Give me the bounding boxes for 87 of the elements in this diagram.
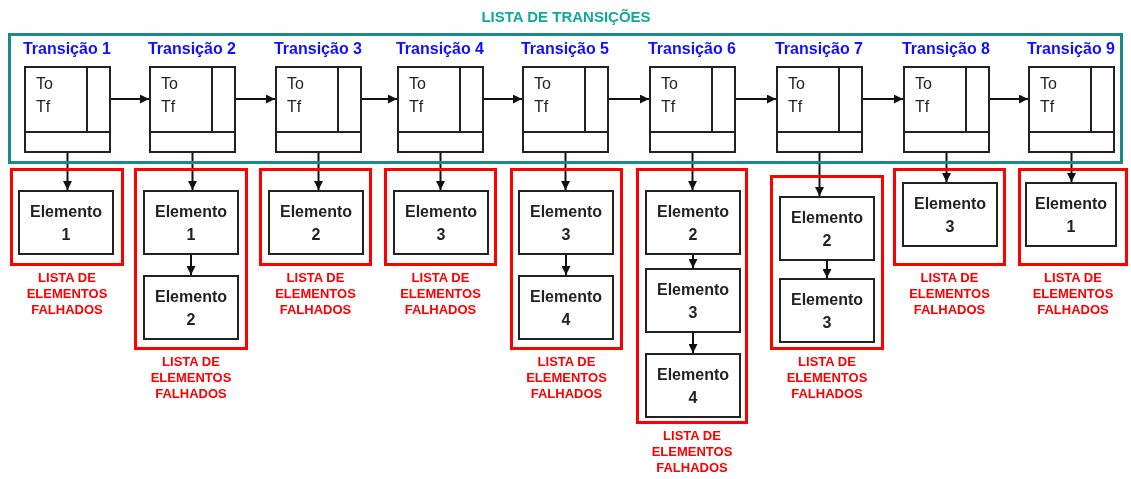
element-box bbox=[902, 182, 998, 247]
arrow bbox=[688, 332, 698, 354]
field-label: Tf bbox=[788, 98, 803, 116]
arrow bbox=[436, 152, 445, 191]
element-box bbox=[518, 190, 614, 255]
element-label: Elemento 3 bbox=[656, 279, 730, 323]
field-label: Tf bbox=[287, 98, 302, 116]
arrow bbox=[561, 152, 570, 191]
list-caption: LISTA DE ELEMENTOS FALHADOS bbox=[149, 354, 233, 402]
list-caption: LISTA DE ELEMENTOS FALHADOS bbox=[785, 354, 869, 402]
list-caption: LISTA DE ELEMENTOS FALHADOS bbox=[908, 270, 991, 318]
field-label: Tf bbox=[534, 98, 549, 116]
field-label: Tf bbox=[661, 98, 676, 116]
element-label: Elemento 3 bbox=[913, 193, 987, 237]
transition-heading: Transição 5 bbox=[519, 40, 610, 58]
element-box bbox=[645, 353, 741, 418]
element-box bbox=[645, 268, 741, 333]
field-label: To bbox=[161, 75, 178, 93]
list-caption: LISTA DE ELEMENTOS FALHADOS bbox=[650, 428, 734, 476]
arrow bbox=[63, 152, 72, 191]
arrow bbox=[483, 94, 523, 104]
transition-heading: Transição 4 bbox=[394, 40, 485, 58]
arrow bbox=[1067, 152, 1076, 183]
arrow bbox=[989, 94, 1029, 104]
element-box bbox=[143, 190, 239, 255]
field-label: To bbox=[788, 75, 805, 93]
transition-heading: Transição 2 bbox=[146, 40, 237, 58]
field-label: To bbox=[36, 75, 53, 93]
field-label: Tf bbox=[1040, 98, 1055, 116]
transition-heading: Transição 8 bbox=[900, 40, 991, 58]
field-label: To bbox=[915, 75, 932, 93]
element-box bbox=[518, 275, 614, 340]
arrow bbox=[815, 152, 824, 197]
arrow bbox=[188, 152, 197, 191]
element-label: Elemento 3 bbox=[529, 201, 603, 245]
field-label: Tf bbox=[36, 98, 51, 116]
element-label: Elemento 4 bbox=[656, 364, 730, 408]
field-label: To bbox=[287, 75, 304, 93]
element-label: Elemento 2 bbox=[790, 207, 864, 251]
arrow bbox=[688, 254, 698, 269]
element-label: Elemento 1 bbox=[29, 201, 103, 245]
arrow bbox=[822, 260, 832, 279]
element-box bbox=[1025, 182, 1117, 247]
list-caption: LISTA DE ELEMENTOS FALHADOS bbox=[525, 354, 608, 402]
element-label: Elemento 3 bbox=[404, 201, 478, 245]
transition-heading: Transição 9 bbox=[1025, 40, 1116, 58]
arrow bbox=[361, 94, 398, 104]
element-box bbox=[779, 278, 875, 343]
list-caption: LISTA DE ELEMENTOS FALHADOS bbox=[25, 270, 109, 318]
field-label: To bbox=[661, 75, 678, 93]
list-caption: LISTA DE ELEMENTOS FALHADOS bbox=[399, 270, 482, 318]
element-label: Elemento 1 bbox=[1034, 193, 1108, 237]
arrow bbox=[186, 254, 196, 276]
arrow bbox=[110, 94, 150, 104]
transition-heading: Transição 7 bbox=[773, 40, 864, 58]
arrow bbox=[942, 152, 951, 183]
field-label: To bbox=[1040, 75, 1057, 93]
field-label: Tf bbox=[915, 98, 930, 116]
field-label: To bbox=[534, 75, 551, 93]
arrow bbox=[314, 152, 323, 191]
element-label: Elemento 1 bbox=[154, 201, 228, 245]
transition-heading: Transição 1 bbox=[21, 40, 112, 58]
field-label: Tf bbox=[409, 98, 424, 116]
group-title: LISTA DE TRANSIÇÕES bbox=[480, 8, 652, 25]
element-label: Elemento 2 bbox=[279, 201, 353, 245]
element-box bbox=[779, 196, 875, 261]
element-label: Elemento 3 bbox=[790, 289, 864, 333]
arrow bbox=[561, 254, 571, 276]
arrow bbox=[735, 94, 777, 104]
element-box bbox=[393, 190, 489, 255]
list-caption: LISTA DE ELEMENTOS FALHADOS bbox=[274, 270, 357, 318]
arrow bbox=[862, 94, 904, 104]
element-label: Elemento 2 bbox=[656, 201, 730, 245]
field-label: To bbox=[409, 75, 426, 93]
field-label: Tf bbox=[161, 98, 176, 116]
element-label: Elemento 2 bbox=[154, 286, 228, 330]
transition-heading: Transição 6 bbox=[646, 40, 737, 58]
arrow bbox=[688, 152, 697, 191]
list-caption: LISTA DE ELEMENTOS FALHADOS bbox=[1031, 270, 1115, 318]
element-box bbox=[268, 190, 364, 255]
arrow bbox=[608, 94, 650, 104]
element-box bbox=[143, 275, 239, 340]
arrow bbox=[235, 94, 276, 104]
transition-heading: Transição 3 bbox=[272, 40, 363, 58]
element-box bbox=[18, 190, 114, 255]
element-box bbox=[645, 190, 741, 255]
element-label: Elemento 4 bbox=[529, 286, 603, 330]
